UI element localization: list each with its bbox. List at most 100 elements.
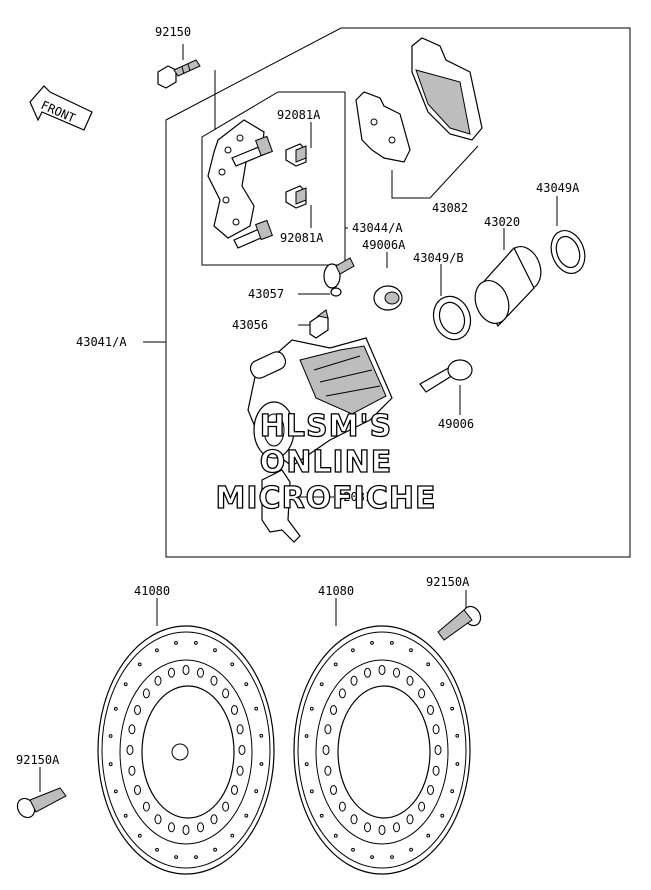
bracket-subframe [201, 91, 346, 266]
vent-hole [427, 785, 434, 795]
caliper-bracket [207, 119, 274, 249]
vent-dot [254, 789, 259, 794]
vent-hole [197, 822, 204, 833]
vent-dot [309, 706, 314, 711]
vent-dot [304, 734, 309, 738]
vent-hole [236, 724, 244, 735]
label-92081a-bottom: 92081A [280, 231, 324, 245]
vent-dot [409, 847, 414, 852]
vent-dot [137, 662, 142, 667]
vent-dot [351, 847, 355, 852]
part-labels: 92150 92081A 92081A 43082 43049A 43044/A… [16, 25, 580, 767]
label-43049b: 43049/B [413, 251, 464, 265]
vent-dot [230, 833, 235, 838]
vent-hole [350, 814, 358, 825]
vent-dot [390, 855, 394, 859]
seal-43049a [550, 230, 586, 274]
vent-dot [440, 813, 445, 818]
vent-dot [155, 648, 159, 653]
vent-dot [351, 648, 355, 653]
watermark-line-3: MICROFICHE [216, 481, 437, 516]
brake-pad-inner [355, 91, 411, 163]
disc-vent-holes [108, 641, 460, 859]
vent-hole [134, 785, 141, 795]
watermark: HLSM'S ONLINE MICROFICHE [215, 408, 437, 516]
vent-dot [333, 662, 338, 667]
vent-hole [427, 705, 434, 715]
vent-hole [418, 688, 426, 699]
label-43020: 43020 [484, 215, 520, 229]
label-92150a-left: 92150A [16, 753, 60, 767]
vent-dot [455, 762, 460, 766]
vent-hole [182, 825, 190, 835]
vent-hole [324, 724, 332, 735]
vent-hole [418, 801, 426, 812]
bleeder-43056 [309, 309, 329, 339]
label-92150: 92150 [155, 25, 191, 39]
boot-49006a [373, 285, 403, 311]
vent-hole [154, 814, 162, 825]
label-43041a: 43041/A [76, 335, 127, 349]
vent-hole [324, 765, 332, 776]
vent-hole [126, 745, 134, 755]
vent-dot [230, 662, 235, 667]
label-41080-left: 41080 [134, 584, 170, 598]
vent-dot [426, 833, 431, 838]
vent-hole [128, 724, 136, 735]
vent-hole [222, 688, 230, 699]
vent-dot [409, 648, 413, 653]
vent-dot [304, 762, 309, 767]
vent-hole [330, 705, 337, 715]
vent-hole [134, 705, 141, 715]
vent-dot [244, 682, 249, 687]
vent-dot [319, 682, 324, 687]
vent-hole [393, 822, 400, 833]
vent-hole [231, 705, 238, 715]
vent-dot [370, 641, 374, 645]
vent-dot [370, 855, 375, 859]
leader-lines [39, 44, 558, 792]
vent-hole [238, 745, 246, 755]
vent-dot [194, 855, 198, 859]
vent-hole [210, 814, 218, 825]
vent-hole [154, 675, 162, 686]
vent-dot [155, 847, 159, 852]
vent-dot [123, 682, 128, 687]
vent-dot [174, 641, 178, 645]
label-43056: 43056 [232, 318, 268, 332]
vent-hole [406, 675, 414, 686]
caliper-body [247, 337, 393, 467]
vent-hole [168, 667, 175, 678]
vent-dot [113, 706, 118, 711]
label-92081a-top: 92081A [277, 108, 321, 122]
vent-dot [450, 789, 455, 794]
vent-hole [222, 801, 230, 812]
seal-43049b [432, 295, 472, 341]
vent-hole [168, 822, 175, 833]
vent-dot [333, 833, 338, 838]
bolt-92150 [157, 59, 201, 89]
brake-disc-left [97, 625, 275, 875]
vent-hole [378, 825, 386, 835]
vent-dot [174, 855, 179, 859]
vent-dot [213, 847, 218, 852]
vent-hole [432, 765, 440, 776]
label-92081: 92081 [336, 490, 372, 504]
vent-hole [197, 667, 204, 678]
pad-spring-92081a-bottom [285, 185, 307, 209]
pin-49006 [419, 359, 473, 393]
vent-dot [309, 789, 314, 794]
vent-dot [254, 706, 259, 711]
vent-hole [338, 801, 346, 812]
vent-dot [390, 641, 394, 645]
vent-dot [259, 762, 264, 766]
vent-hole [330, 785, 337, 795]
bolt-92150a-left [16, 787, 67, 819]
vent-dot [123, 813, 128, 818]
vent-hole [378, 665, 386, 675]
pad-spring-92081a-top [285, 143, 307, 167]
watermark-line-1: HLSM'S [260, 409, 392, 444]
front-arrow: FRONT [29, 85, 93, 131]
vent-dot [113, 789, 118, 794]
